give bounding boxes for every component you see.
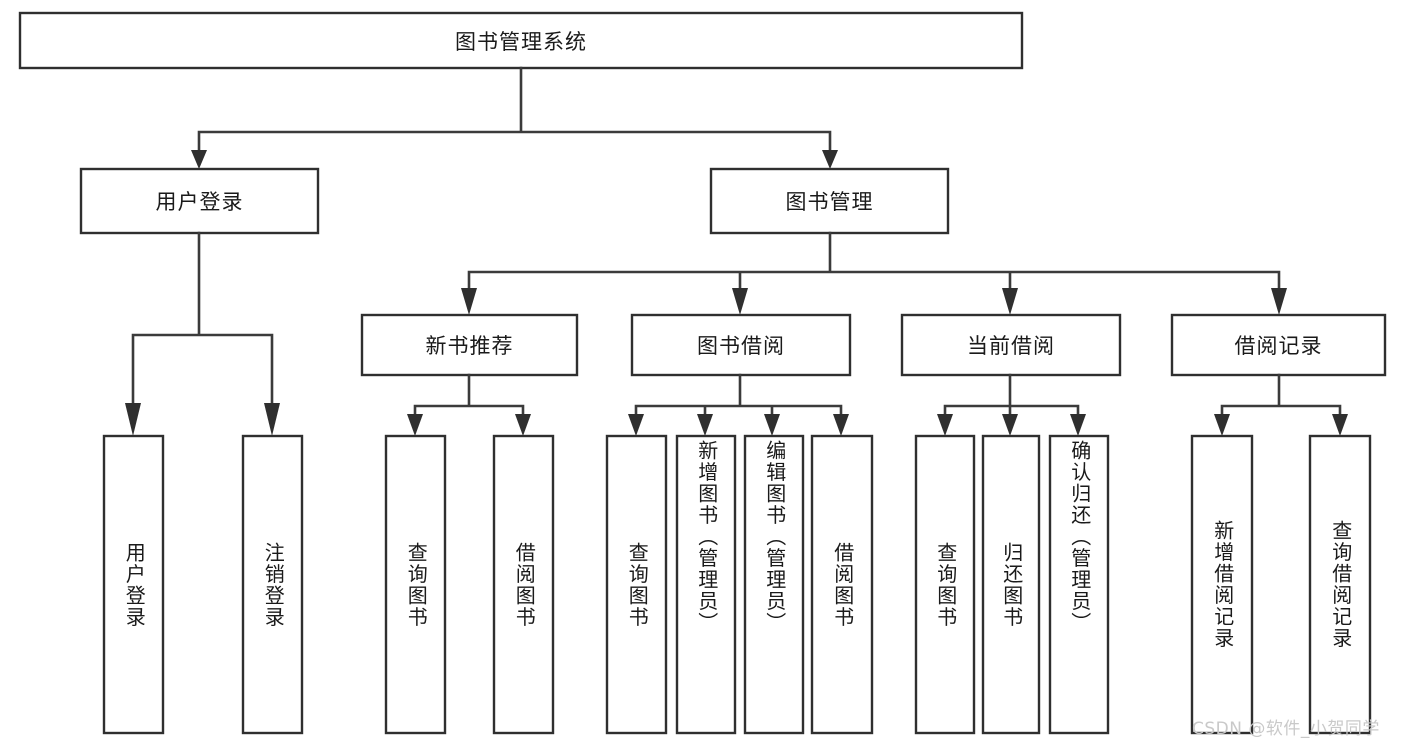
leaf-add-record-box[interactable] — [1190, 434, 1254, 735]
node-current-borrow-box[interactable] — [900, 313, 1122, 377]
arrow-to-leaf-query-book-1 — [407, 414, 423, 436]
connector-user-login-to-leaves — [131, 231, 274, 407]
arrow-to-borrow-record — [1271, 288, 1287, 315]
leaf-edit-book-box[interactable] — [743, 434, 805, 735]
leaf-query-book-2-box[interactable] — [605, 434, 668, 735]
connector-book-manage-to-level2 — [467, 231, 1281, 292]
node-user-login-box[interactable] — [79, 167, 320, 235]
leaf-confirm-return-box[interactable] — [1048, 434, 1110, 735]
connector-new-book-to-leaves — [413, 373, 525, 418]
node-new-book-box[interactable] — [360, 313, 579, 377]
arrow-to-leaf-borrow-book-2 — [833, 414, 849, 436]
leaf-add-book-box[interactable] — [675, 434, 737, 735]
arrow-to-book-manage — [822, 150, 838, 169]
leaf-borrow-book-1-box[interactable] — [492, 434, 555, 735]
arrow-to-leaf-return-book — [1002, 414, 1018, 436]
leaf-return-book-box[interactable] — [981, 434, 1041, 735]
arrow-to-leaf-edit-book — [764, 414, 780, 436]
leaf-logout-box[interactable] — [241, 434, 304, 735]
connector-current-borrow-to-leaves — [943, 373, 1080, 418]
arrow-to-leaf-add-book — [697, 414, 713, 436]
connector-borrow-record-to-leaves — [1220, 373, 1342, 418]
arrow-to-leaf-user-login — [125, 403, 141, 436]
leaf-borrow-book-2-box[interactable] — [810, 434, 874, 735]
arrow-to-book-borrow — [732, 288, 748, 315]
connector-root-to-level1 — [197, 66, 832, 154]
leaf-query-record-box[interactable] — [1308, 434, 1372, 735]
arrow-to-leaf-logout — [264, 403, 280, 436]
connector-book-borrow-to-leaves — [634, 373, 843, 418]
node-borrow-record-box[interactable] — [1170, 313, 1387, 377]
arrow-to-leaf-query-record — [1332, 414, 1348, 436]
arrow-to-leaf-query-book-3 — [937, 414, 953, 436]
node-book-borrow-box[interactable] — [630, 313, 852, 377]
arrow-to-leaf-confirm-return — [1070, 414, 1086, 436]
leaf-query-book-3-box[interactable] — [914, 434, 976, 735]
arrow-to-leaf-query-book-2 — [628, 414, 644, 436]
arrow-to-leaf-borrow-book-1 — [515, 414, 531, 436]
leaf-user-login-box[interactable] — [102, 434, 165, 735]
node-book-manage-box[interactable] — [709, 167, 950, 235]
arrow-to-user-login — [191, 150, 207, 169]
arrow-to-new-book — [461, 288, 477, 315]
arrow-to-leaf-add-record — [1214, 414, 1230, 436]
leaf-query-book-1-box[interactable] — [384, 434, 447, 735]
node-root-box[interactable] — [18, 11, 1024, 70]
arrow-to-current-borrow — [1002, 288, 1018, 315]
